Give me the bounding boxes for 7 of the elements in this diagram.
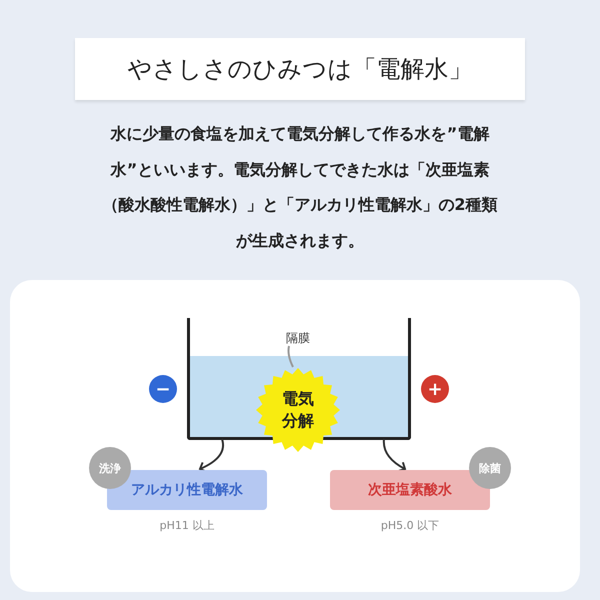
title-banner: やさしさのひみつは「電解水」 <box>75 38 525 100</box>
ph-note: pH11 以上 <box>158 518 216 533</box>
ph-note: pH5.0 以下 <box>380 518 440 533</box>
starburst-label: 電気分解 <box>256 368 340 452</box>
arrow <box>382 438 406 472</box>
intro-paragraph: 水に少量の食塩を加えて電気分解して作る水を”電解水”といいます。電気分解してできた水は「次亜塩素（酸水酸性電解水）」と「アルカリ性電解水」の2種類が生成されます。 <box>101 123 499 252</box>
arrow <box>199 438 224 472</box>
